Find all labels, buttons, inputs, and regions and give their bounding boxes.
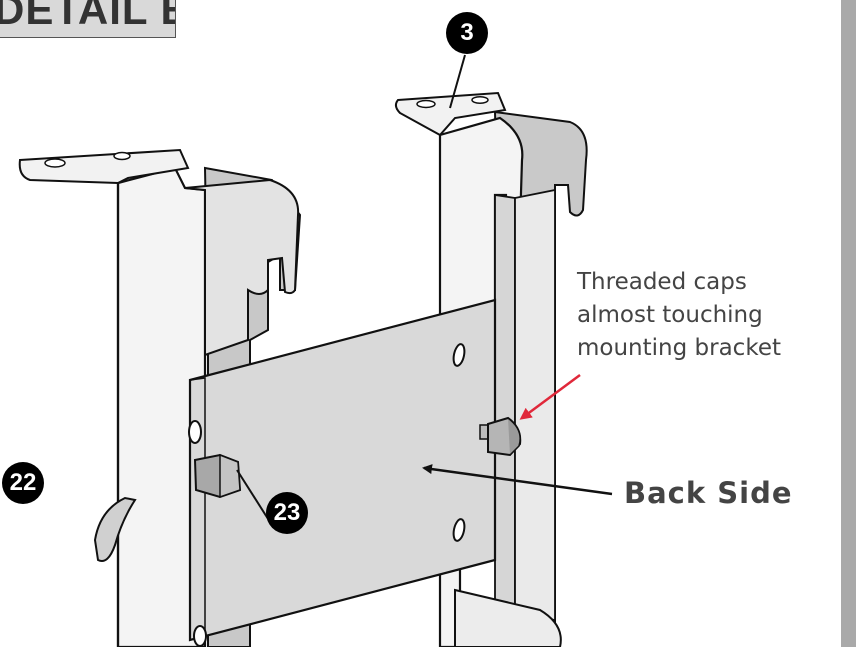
wing-knob-22 bbox=[93, 496, 137, 562]
detail-label: DETAIL B bbox=[0, 0, 176, 38]
callout-part-3: 3 bbox=[446, 12, 488, 54]
right-rail-side bbox=[494, 193, 516, 617]
left-rail-tab bbox=[184, 178, 300, 357]
callout-part-22: 22 bbox=[2, 462, 44, 504]
callout-part-23: 23 bbox=[266, 492, 308, 534]
threaded-cap-right bbox=[479, 416, 522, 457]
back-side-arrow bbox=[422, 464, 613, 496]
mounting-plate bbox=[188, 298, 497, 642]
threaded-cap-23 bbox=[193, 453, 242, 499]
threaded-caps-note: Threaded caps almost touching mounting b… bbox=[577, 269, 781, 361]
left-flange bbox=[18, 148, 190, 185]
back-side-label: Back Side bbox=[624, 476, 793, 510]
page-edge-bar bbox=[838, 0, 856, 647]
detail-label-text: DETAIL B bbox=[0, 0, 175, 33]
note-arrow bbox=[519, 373, 581, 420]
